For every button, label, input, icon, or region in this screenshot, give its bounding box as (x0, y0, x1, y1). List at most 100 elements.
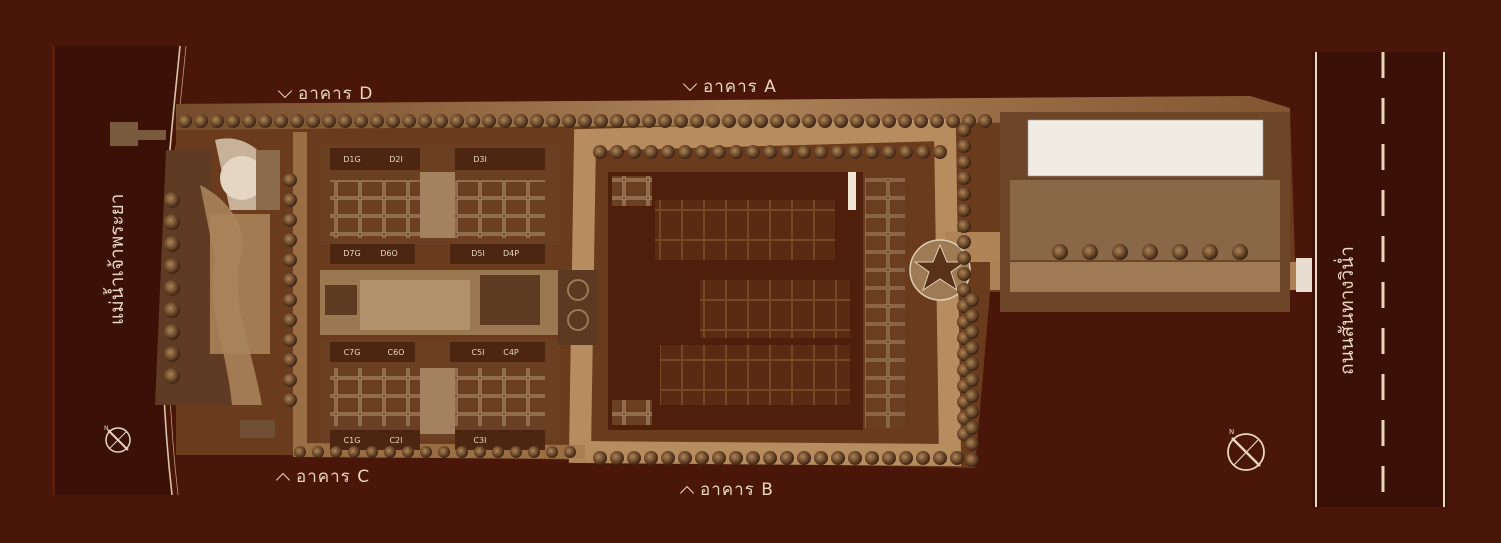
tree (865, 145, 879, 159)
tree (644, 451, 658, 465)
tree (283, 213, 297, 227)
tree (528, 446, 540, 458)
tree (882, 145, 896, 159)
tree (498, 114, 512, 128)
unit-d-bottom-0: D7G (343, 249, 360, 258)
tree (746, 145, 760, 159)
tree (283, 293, 297, 307)
tree (916, 451, 930, 465)
label-building-a: อาคาร A (685, 73, 777, 100)
tree (482, 114, 496, 128)
building-ab-block (608, 172, 905, 430)
tree (593, 145, 607, 159)
tree (930, 114, 944, 128)
tree (729, 451, 743, 465)
tree (258, 114, 272, 128)
tree (274, 114, 288, 128)
compass-right: N (1227, 428, 1265, 471)
tree (1112, 244, 1128, 260)
tree (1202, 244, 1218, 260)
tree (354, 114, 368, 128)
tree (164, 214, 180, 230)
tree (678, 145, 692, 159)
tree (965, 421, 979, 435)
tree (814, 145, 828, 159)
tree (729, 145, 743, 159)
tree (1232, 244, 1248, 260)
entrance-block (1000, 112, 1312, 312)
unit-d-top-2: D3I (473, 155, 487, 164)
tree (661, 145, 675, 159)
tree (933, 451, 947, 465)
tree (402, 114, 416, 128)
tree (418, 114, 432, 128)
tree (831, 145, 845, 159)
tree (294, 446, 306, 458)
tree (242, 114, 256, 128)
tree (957, 171, 971, 185)
tree (770, 114, 784, 128)
tree (164, 280, 180, 296)
tree (564, 446, 576, 458)
tree (593, 451, 607, 465)
pool-garden (110, 122, 280, 438)
tree (957, 283, 971, 297)
tree (594, 114, 608, 128)
tree (802, 114, 816, 128)
tree (610, 451, 624, 465)
tree (642, 114, 656, 128)
tree (226, 114, 240, 128)
tree (1172, 244, 1188, 260)
tree (510, 446, 522, 458)
tree (370, 114, 384, 128)
tree (610, 114, 624, 128)
tree (514, 114, 528, 128)
label-building-d-text: อาคาร D (298, 84, 374, 104)
tree (957, 235, 971, 249)
tree (283, 373, 297, 387)
tree (695, 145, 709, 159)
tree (678, 451, 692, 465)
tree (965, 293, 979, 307)
tree (283, 353, 297, 367)
tree (1082, 244, 1098, 260)
tree (210, 114, 224, 128)
tree (965, 341, 979, 355)
unit-d-bottom-3: D4P (503, 249, 519, 258)
tree (834, 114, 848, 128)
tree (283, 313, 297, 327)
unit-c-bottom-2: C3I (473, 436, 486, 445)
tree (283, 173, 297, 187)
label-building-a-text: อาคาร A (703, 77, 777, 97)
tree (283, 193, 297, 207)
tree (746, 451, 760, 465)
tree (338, 114, 352, 128)
tree (957, 219, 971, 233)
label-road: ถนนสันทางวิน่ำ (1336, 246, 1358, 375)
tree (674, 114, 688, 128)
road (1312, 52, 1447, 507)
tree (950, 451, 964, 465)
tree (933, 145, 947, 159)
tree (384, 446, 396, 458)
tree (957, 139, 971, 153)
tree (474, 446, 486, 458)
building-c-block (320, 340, 560, 450)
unit-d-top-1: D2I (389, 155, 403, 164)
building-d-block (320, 145, 560, 264)
tree (754, 114, 768, 128)
tree (420, 446, 432, 458)
tree (797, 145, 811, 159)
tree (627, 451, 641, 465)
tree (722, 114, 736, 128)
tree (164, 368, 180, 384)
tree (712, 145, 726, 159)
unit-d-bottom-2: D5I (471, 249, 485, 258)
tree (957, 251, 971, 265)
tree (348, 446, 360, 458)
tree (450, 114, 464, 128)
tree (957, 123, 971, 137)
tree (164, 192, 180, 208)
unit-c-top-0: C7G (344, 348, 361, 357)
tree (831, 451, 845, 465)
